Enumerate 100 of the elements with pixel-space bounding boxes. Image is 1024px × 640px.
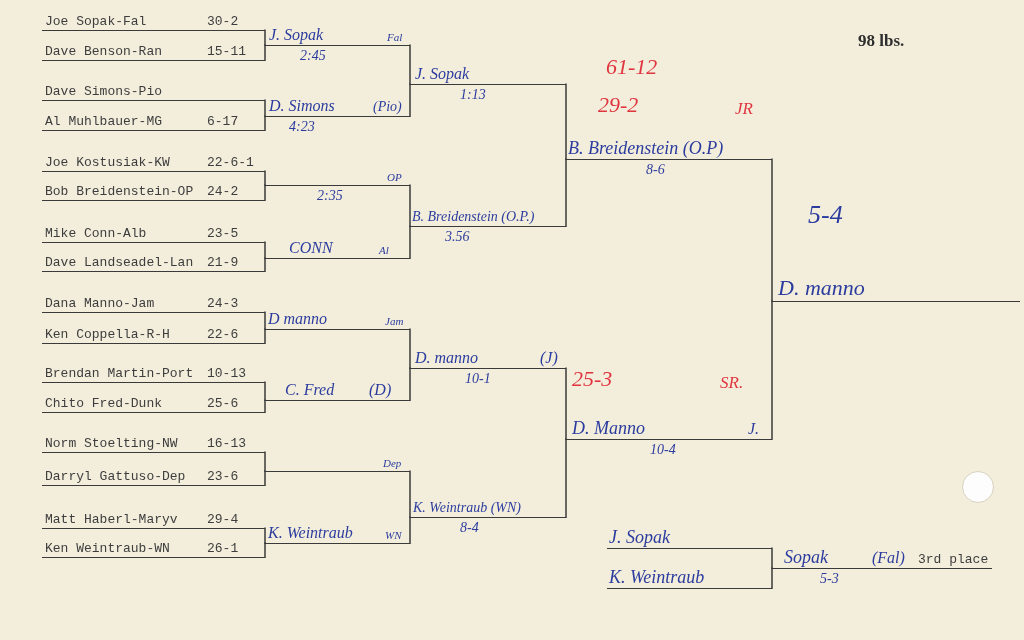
school-abbreviation: Jam: [385, 316, 404, 327]
match-result: 5-3: [820, 572, 839, 586]
competitor-name: Bob Breidenstein-OP: [45, 185, 194, 198]
bracket-connector: [264, 170, 266, 186]
competitor-name: Ken Weintraub-WN: [45, 542, 170, 555]
competitor-name: Dave Benson-Ran: [45, 45, 163, 58]
place-label: 3rd place: [918, 553, 989, 566]
win-loss-record: 24-2: [207, 185, 239, 198]
handwritten-note: 61-12: [606, 56, 658, 78]
school-abbreviation: Al: [379, 245, 389, 256]
competitor-name: Darryl Gattuso-Dep: [45, 470, 186, 483]
winner-name: K. Weintraub: [609, 568, 705, 586]
win-loss-record: 24-3: [207, 297, 239, 310]
competitor-name: Brendan Martin-Port: [45, 367, 194, 380]
competitor-name: Norm Stoelting-NW: [45, 437, 178, 450]
bracket-connector: [409, 516, 411, 544]
match-result: 2:35: [317, 189, 343, 203]
bracket-connector: [409, 470, 411, 518]
winner-name: J. Sopak: [609, 528, 670, 546]
bracket-connector: [264, 381, 266, 401]
bracket-connector: [565, 83, 567, 160]
school-abbreviation: (Pio): [373, 100, 402, 114]
handwritten-note: 29-2: [598, 94, 639, 116]
competitor-name: Joe Kostusiak-KW: [45, 156, 170, 169]
win-loss-record: 10-13: [207, 367, 246, 380]
school-abbreviation: (J): [540, 350, 558, 366]
bracket-connector: [264, 470, 266, 486]
match-result: 10-4: [650, 443, 676, 457]
school-abbreviation: (Fal): [872, 550, 905, 566]
winner-name: D manno: [268, 311, 328, 327]
competitor-name: Dave Simons-Pio: [45, 85, 163, 98]
bracket-connector: [264, 542, 266, 558]
handwritten-note: JR: [735, 100, 753, 117]
match-result: 4:23: [289, 120, 315, 134]
competitor-name: Chito Fred-Dunk: [45, 397, 163, 410]
bracket-connector: [264, 257, 266, 272]
bracket-connector: [565, 438, 567, 518]
bracket-connector: [409, 225, 411, 259]
bracket-connector: [771, 158, 773, 302]
bracket-connector: [409, 44, 411, 85]
win-loss-record: 16-13: [207, 437, 246, 450]
bracket-connector: [771, 300, 773, 440]
bracket-connector: [771, 547, 773, 569]
bracket-connector: [409, 184, 411, 227]
bracket-connector: [264, 184, 266, 201]
bracket-connector: [264, 311, 266, 330]
competitor-name: Joe Sopak-Fal: [45, 15, 147, 28]
winner-name: D. Simons: [269, 98, 335, 114]
bracket-connector: [565, 158, 567, 227]
competitor-name: Matt Haberl-Maryv: [45, 513, 178, 526]
match-result: 2:45: [300, 49, 326, 63]
handwritten-note: 25-3: [572, 368, 613, 390]
bracket-connector: [409, 328, 411, 369]
competitor-name: Ken Coppella-R-H: [45, 328, 170, 341]
bracket-connector: [264, 328, 266, 344]
school-abbreviation: J.: [748, 421, 760, 437]
bracket-connector: [264, 451, 266, 472]
bracket-connector: [264, 115, 266, 131]
bracket-connector: [771, 567, 773, 589]
bracket-connector: [565, 367, 567, 440]
win-loss-record: 23-6: [207, 470, 239, 483]
winner-name: J. Sopak: [269, 27, 324, 43]
win-loss-record: 15-11: [207, 45, 246, 58]
match-result: 8-4: [460, 521, 479, 535]
winner-name: K. Weintraub: [268, 525, 353, 541]
win-loss-record: 6-17: [207, 115, 239, 128]
bracket-connector: [264, 399, 266, 413]
bracket-connector: [264, 99, 266, 117]
win-loss-record: 26-1: [207, 542, 239, 555]
win-loss-record: 21-9: [207, 256, 239, 269]
winner-name: J. Sopak: [415, 66, 470, 82]
handwritten-note: SR.: [720, 374, 744, 391]
winner-name: D. Manno: [572, 419, 645, 437]
bracket-connector: [264, 241, 266, 259]
winner-name: D. manno: [415, 350, 479, 366]
school-abbreviation: Fal: [387, 32, 403, 43]
school-abbreviation: (D): [369, 382, 392, 398]
win-loss-record: 25-6: [207, 397, 239, 410]
bracket-connector: [409, 83, 411, 117]
win-loss-record: 23-5: [207, 227, 239, 240]
match-result: 8-6: [646, 163, 665, 177]
competitor-name: Mike Conn-Alb: [45, 227, 147, 240]
win-loss-record: 22-6: [207, 328, 239, 341]
win-loss-record: 30-2: [207, 15, 239, 28]
winner-name: CONN: [289, 240, 333, 256]
winner-name: Sopak: [784, 548, 828, 566]
weight-class-title: 98 lbs.: [858, 32, 905, 49]
winner-name: D. manno: [778, 277, 865, 299]
win-loss-record: 29-4: [207, 513, 239, 526]
school-abbreviation: WN: [385, 530, 402, 541]
match-result: 10-1: [465, 372, 491, 386]
bracket-connector: [264, 29, 266, 46]
win-loss-record: 22-6-1: [207, 156, 254, 169]
bracket-connector: [264, 527, 266, 544]
bracket-connector: [409, 367, 411, 401]
competitor-name: Dave Landseadel-Lan: [45, 256, 194, 269]
match-result: 1:13: [460, 88, 486, 102]
winner-name: B. Breidenstein (O.P.): [412, 210, 535, 224]
match-result: 3.56: [445, 230, 470, 244]
school-abbreviation: Dep: [383, 458, 402, 469]
